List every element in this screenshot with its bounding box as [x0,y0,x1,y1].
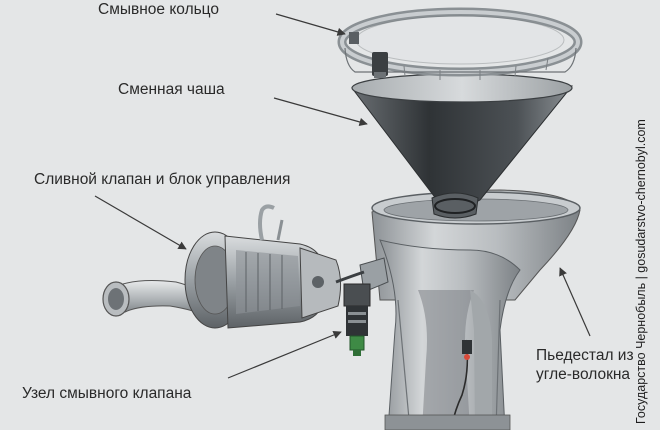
arrow-flush-valve [227,330,342,379]
label-bowl: Сменная чаша [118,81,225,98]
label-flush-ring: Смывное кольцо [98,1,220,18]
label-drain-valve: Сливной клапан и блок управления [34,171,291,188]
arrow-drain-valve [94,195,187,250]
source-credit: Государство Чернобыль | gosudarstvo-cher… [634,119,648,424]
replaceable-bowl [351,73,573,219]
pointer-arrows [94,13,591,379]
pedestal [371,189,581,430]
label-pedestal: Пьедестал из угле-волокна [536,347,634,383]
flush-valve-unit [343,257,389,356]
arrow-pedestal [559,267,591,337]
label-flush-valve: Узел смывного клапана [22,385,192,402]
arrow-flush-ring [275,13,346,36]
arrow-bowl [273,97,368,127]
flush-ring [337,7,583,80]
drain-valve-control-block [102,204,365,329]
